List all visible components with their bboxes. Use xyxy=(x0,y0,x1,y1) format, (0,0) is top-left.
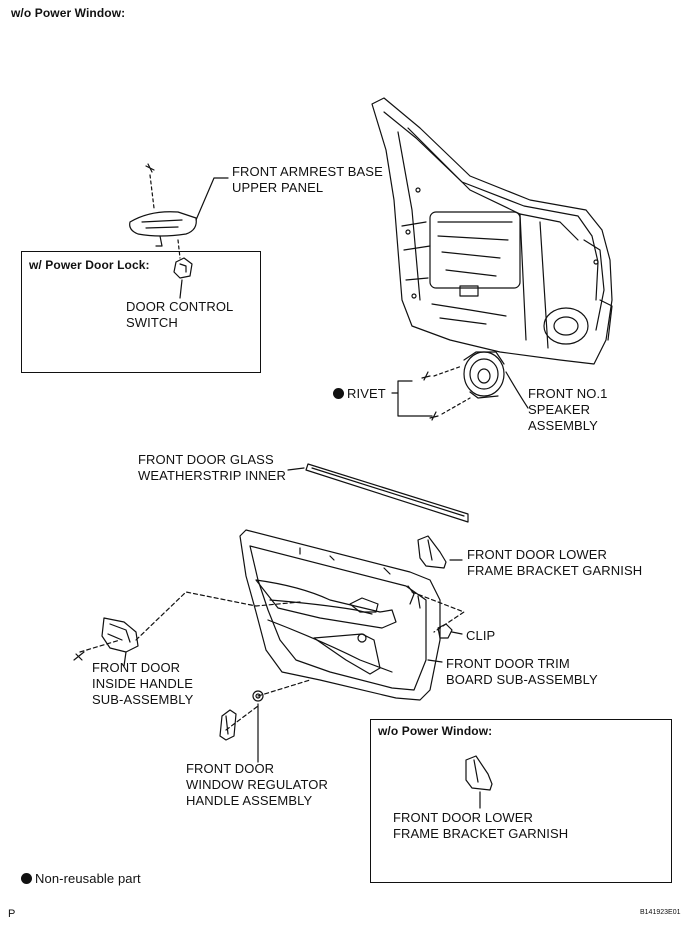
label-door-control-switch-line1: DOOR CONTROL xyxy=(126,299,234,314)
label-speaker-line2: SPEAKER xyxy=(528,402,591,417)
inset-power-door-lock-heading: w/ Power Door Lock: xyxy=(29,258,150,272)
label-handle-line2: INSIDE HANDLE xyxy=(92,676,193,691)
door-trim-board-drawing xyxy=(239,529,443,701)
label-weatherstrip-line1: FRONT DOOR GLASS xyxy=(138,452,274,467)
label-armrest-line2: UPPER PANEL xyxy=(232,180,324,195)
weatherstrip-drawing xyxy=(287,463,469,523)
door-control-switch-drawing xyxy=(173,257,193,299)
label-regulator-line1: FRONT DOOR xyxy=(186,761,275,776)
inset-bracket-garnish-drawing xyxy=(465,755,493,809)
legend-dot-icon xyxy=(21,873,32,884)
inset-power-window-heading: w/o Power Window: xyxy=(378,724,493,738)
label-weatherstrip-line2: WEATHERSTRIP INNER xyxy=(138,468,286,483)
label-handle-line3: SUB-ASSEMBLY xyxy=(92,692,194,707)
bracket-garnish-drawing xyxy=(417,535,463,569)
label-rivet: RIVET xyxy=(333,386,386,402)
speaker-drawing xyxy=(463,351,529,409)
label-armrest-line1: FRONT ARMREST BASE xyxy=(232,164,383,179)
label-handle-line1: FRONT DOOR xyxy=(92,660,181,675)
header-title: w/o Power Window: xyxy=(11,6,126,20)
rivet-drawing xyxy=(391,365,471,421)
label-regulator-line2: WINDOW REGULATOR xyxy=(186,777,328,792)
legend-text: Non-reusable part xyxy=(35,871,141,886)
inside-handle-drawing xyxy=(73,617,139,667)
window-regulator-handle-drawing xyxy=(219,690,264,763)
assembly-dashed-lines xyxy=(79,591,465,731)
label-bracket-line1: FRONT DOOR LOWER xyxy=(467,547,608,562)
inset-power-door-lock-box xyxy=(21,251,261,373)
legend: Non-reusable part xyxy=(21,871,141,887)
non-reusable-dot-icon xyxy=(333,388,344,399)
label-inset-bracket-line1: FRONT DOOR LOWER xyxy=(393,810,534,825)
label-bracket-line2: FRAME BRACKET GARNISH xyxy=(467,563,643,578)
label-rivet-text: RIVET xyxy=(347,386,386,401)
label-speaker-line3: ASSEMBLY xyxy=(528,418,598,433)
label-regulator-line3: HANDLE ASSEMBLY xyxy=(186,793,313,808)
figure-code: B141923E01 xyxy=(640,909,681,916)
label-trim-line1: FRONT DOOR TRIM xyxy=(446,656,570,671)
door-frame-drawing xyxy=(371,97,613,365)
label-trim-line2: BOARD SUB-ASSEMBLY xyxy=(446,672,598,687)
label-speaker-line1: FRONT NO.1 xyxy=(528,386,608,401)
label-door-control-switch-line2: SWITCH xyxy=(126,315,178,330)
clip-drawing xyxy=(437,623,463,639)
label-inset-bracket-line2: FRAME BRACKET GARNISH xyxy=(393,826,569,841)
label-clip: CLIP xyxy=(466,628,496,643)
page-mark: P xyxy=(8,908,16,920)
inset-power-window-box xyxy=(370,719,672,883)
armrest-panel-drawing xyxy=(129,163,229,259)
